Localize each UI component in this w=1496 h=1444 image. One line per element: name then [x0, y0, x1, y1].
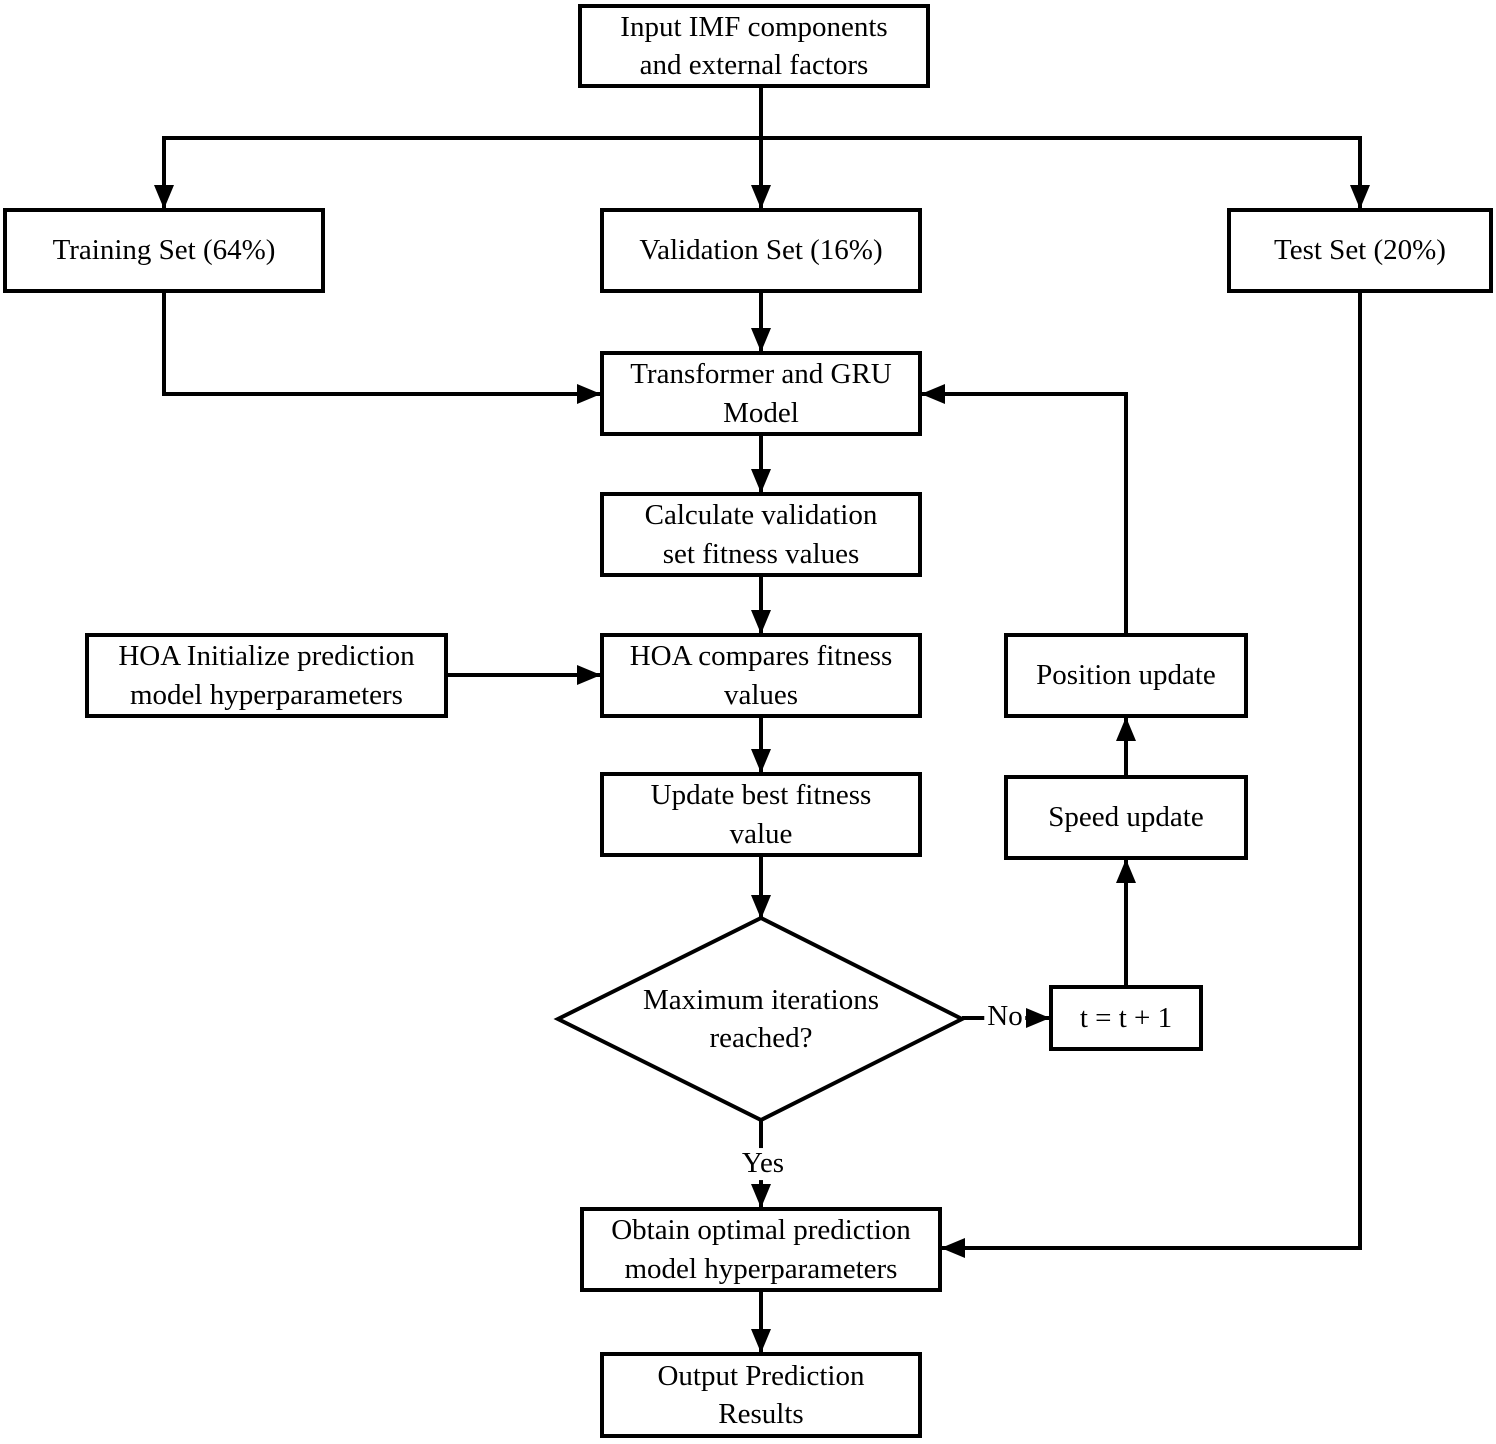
node-t-increment: t = t + 1: [1049, 985, 1203, 1051]
edge-input-to-test: [761, 136, 1370, 209]
node-update-best: Update best fitness value: [600, 772, 922, 857]
node-test-set: Test Set (20%): [1227, 208, 1493, 293]
node-training-set: Training Set (64%): [3, 208, 325, 293]
node-calc-fitness: Calculate validation set fitness values: [600, 492, 922, 577]
edge-training-to-model: [162, 293, 601, 404]
edge-test-to-obtain: [941, 293, 1362, 1258]
edge-label-no: No: [984, 1000, 1026, 1033]
node-validation-set: Validation Set (16%): [600, 208, 922, 293]
node-decision-label: Maximum iterations reached?: [643, 983, 879, 1054]
edge-position-to-model: [921, 384, 1128, 633]
edge-label-yes: Yes: [738, 1147, 788, 1180]
edge-input-to-training: [154, 136, 761, 209]
node-obtain-optimal: Obtain optimal prediction model hyperpar…: [580, 1207, 942, 1292]
node-position-update: Position update: [1004, 633, 1248, 718]
node-input: Input IMF components and external factor…: [578, 4, 930, 88]
node-hoa-init: HOA Initialize prediction model hyperpar…: [85, 633, 448, 718]
node-speed-update: Speed update: [1004, 775, 1248, 860]
node-hoa-compare: HOA compares fitness values: [600, 633, 922, 718]
node-model: Transformer and GRU Model: [600, 351, 922, 436]
node-output: Output Prediction Results: [600, 1352, 922, 1438]
